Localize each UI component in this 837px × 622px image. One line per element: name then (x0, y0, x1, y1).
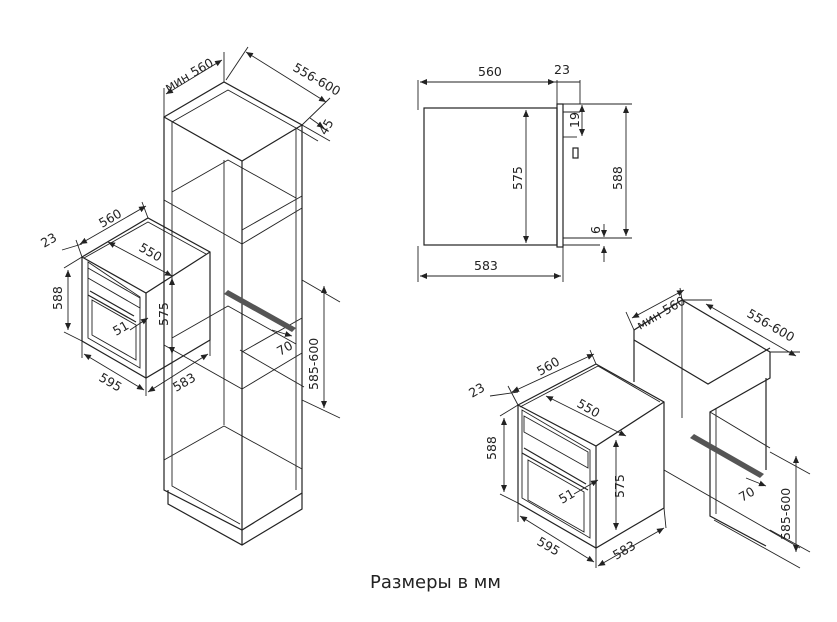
left-depth-label: 583 (170, 370, 198, 395)
under-vent-slot (690, 434, 764, 478)
under-oven (517, 363, 665, 549)
under-niche-height-label: 585-600 (778, 488, 793, 540)
left-front-offset-label: 23 (38, 230, 59, 251)
left-handle-label: 51 (110, 318, 131, 339)
left-width-label: 595 (97, 370, 125, 395)
under-width-label: 595 (535, 534, 563, 559)
under-depth-label: 583 (610, 538, 638, 563)
left-body-height-label: 575 (156, 302, 171, 326)
tall-min-width-label: мин 560 (162, 55, 216, 95)
side-total-depth-label: 583 (474, 258, 498, 273)
side-body-depth-label: 560 (478, 64, 502, 79)
under-body-height-label: 575 (612, 474, 627, 498)
left-inner-width-label: 550 (137, 240, 165, 265)
tall-depth-label: 45 (316, 116, 337, 137)
tall-niche-width-label: 556-600 (291, 60, 344, 99)
under-cabinet-dimensions: мин 560 556-600 585-600 70 (625, 287, 811, 553)
under-height-label: 588 (484, 436, 499, 460)
under-cabinet (633, 299, 801, 569)
side-full-height-label: 588 (610, 166, 625, 190)
left-height-label: 588 (50, 286, 65, 310)
tall-niche-height-label: 585-600 (306, 338, 321, 390)
caption: Размеры в мм (370, 572, 501, 593)
tall-gap-label: 70 (274, 338, 295, 359)
vent-slot (224, 290, 296, 332)
under-gap-label: 70 (736, 484, 757, 505)
side-bottom-gap-label: 6 (588, 226, 603, 234)
side-body-height-label: 575 (510, 166, 525, 190)
under-niche-width-label: 556-600 (745, 306, 798, 345)
side-front-label: 23 (554, 62, 570, 77)
under-front-offset-label: 23 (466, 380, 487, 401)
side-top-gap-label: 19 (567, 112, 582, 128)
tall-cabinet (163, 81, 303, 546)
under-handle-label: 51 (556, 486, 577, 507)
side-view-dimensions: 560 23 19 575 588 6 583 (417, 62, 632, 282)
side-view (423, 103, 600, 248)
